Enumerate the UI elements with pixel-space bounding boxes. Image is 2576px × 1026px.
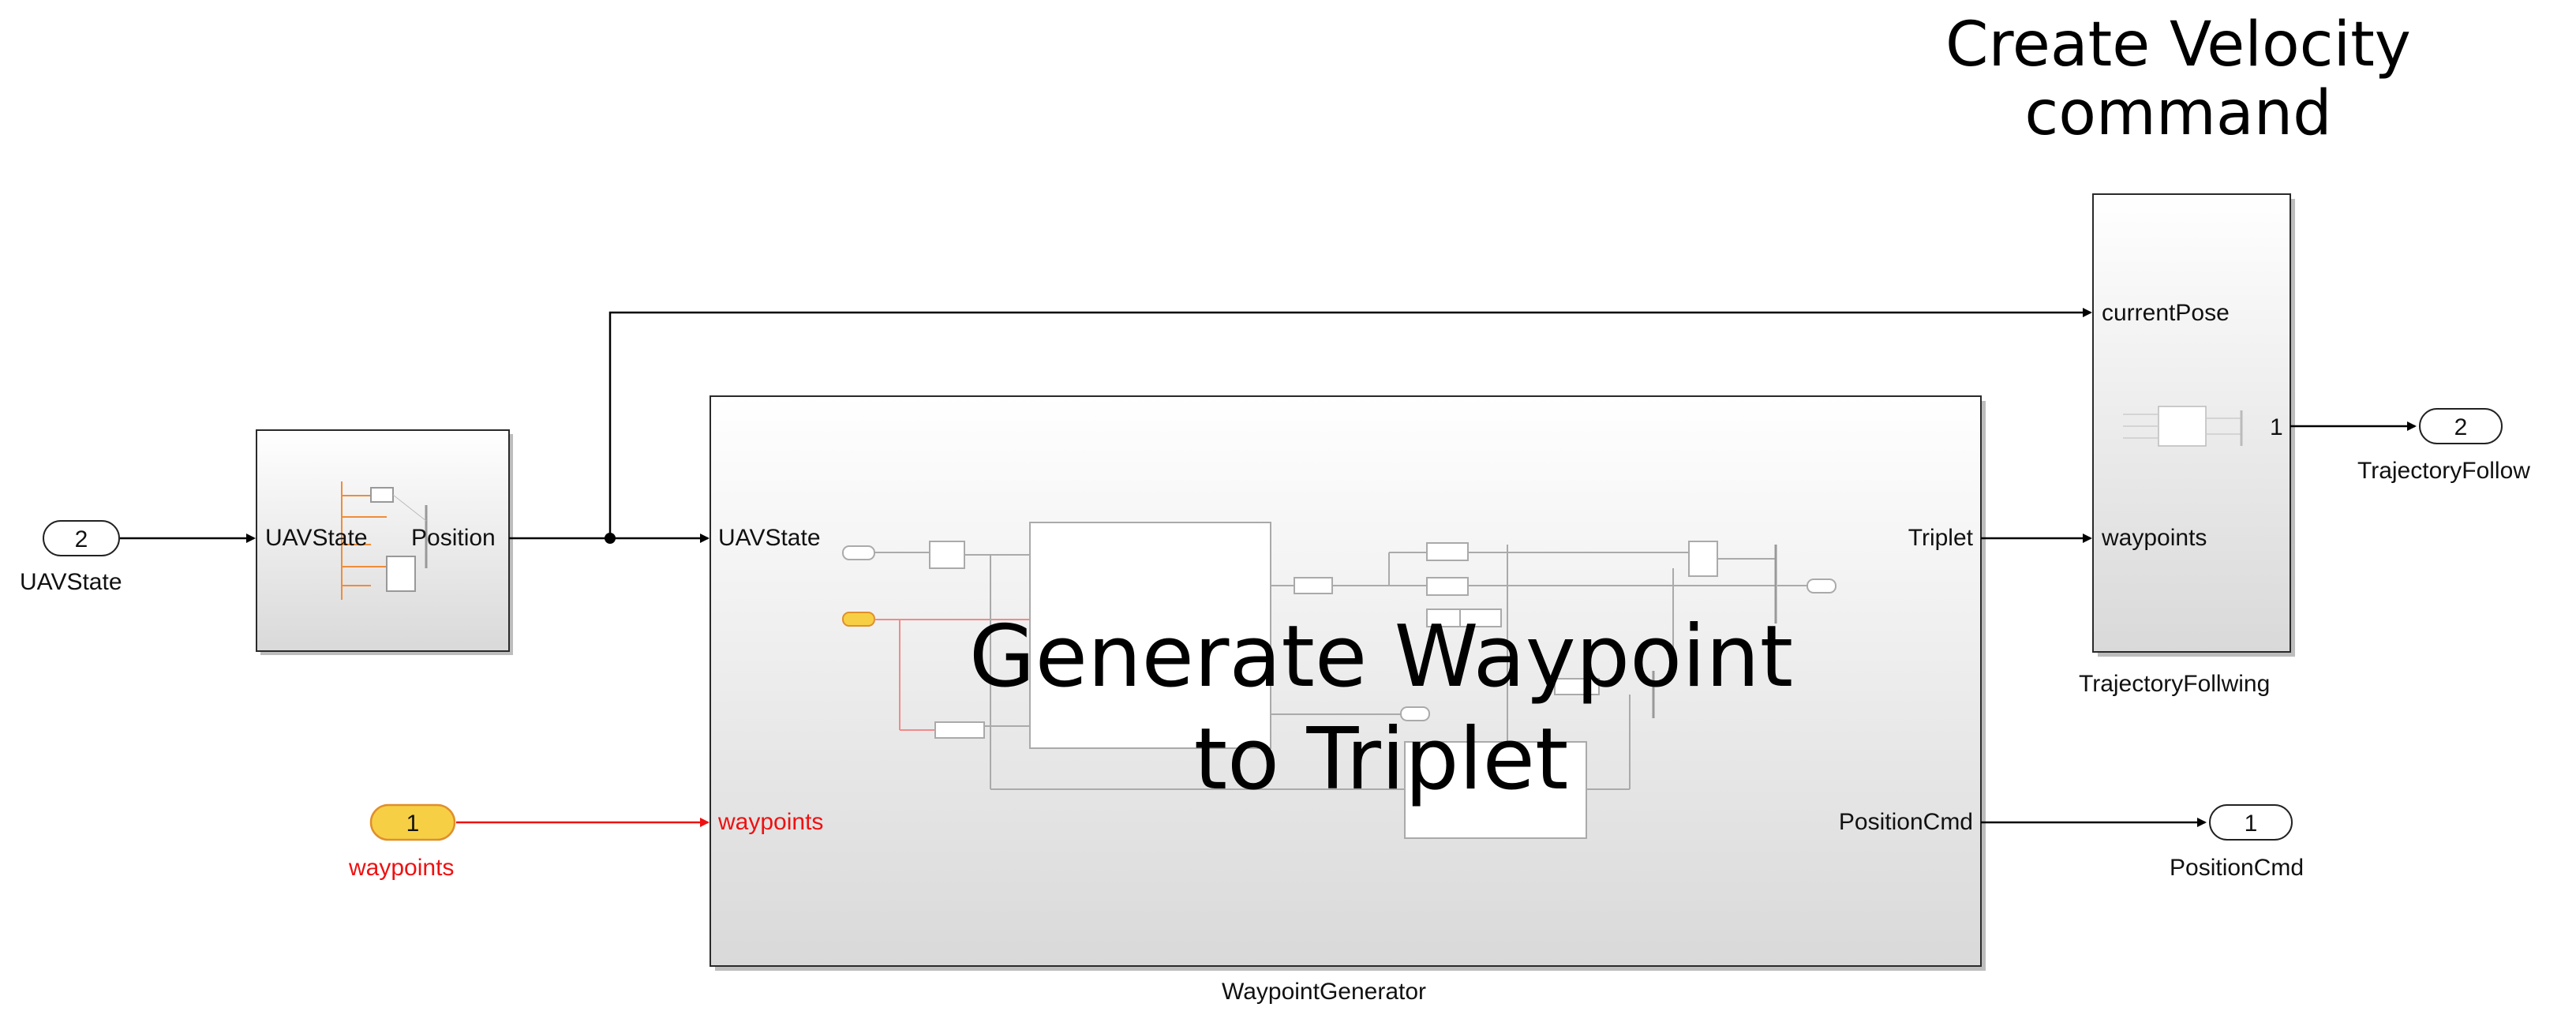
trajectory-out-port-label: 1 [2270,414,2283,440]
trajectory-in-currentpose-label: currentPose [2102,300,2230,326]
inport-uavstate-label: UAVState [20,569,122,595]
signal-position-to-currentpose[interactable] [608,308,2092,538]
svg-text:2: 2 [2454,414,2468,440]
trajectory-in-waypoints-label: waypoints [2102,525,2207,551]
outport-trajectoryfollow[interactable]: 2 [2419,408,2503,444]
waypoint-generator-thumbnail [842,522,1837,839]
generator-block-name[interactable]: WaypointGenerator [1222,979,1427,1005]
inport-uavstate[interactable]: 2 [43,520,120,556]
inport-waypoints-label: waypoints [349,855,455,881]
svg-text:1: 1 [406,811,420,837]
generator-out-triplet-label: Triplet [1908,525,1973,551]
generator-out-positioncmd-label: PositionCmd [1838,809,1973,835]
outport-trajectoryfollow-label: TrajectoryFollow [2357,458,2530,484]
generator-in-uavstate-label: UAVState [718,525,821,551]
state-selector-thumbnail [341,481,428,600]
waypoint-annotation-line1: Generate Waypoint [968,608,1794,706]
velocity-annotation-line1: Create Velocity [1945,9,2411,81]
velocity-annotation: Create Velocity command [1886,9,2470,150]
branch-point [605,533,616,544]
selector-out-port-label: Position [411,525,496,551]
inport-waypoints[interactable]: 1 [369,803,456,841]
waypoint-annotation-line2: to Triplet [1193,710,1569,809]
selector-in-port-label: UAVState [265,525,368,551]
trajectory-block-name[interactable]: TrajectoryFollwing [2079,671,2271,697]
waypoint-annotation: Generate Waypoint to Triplet [908,606,1855,811]
outport-positioncmd[interactable]: 1 [2209,804,2293,841]
velocity-annotation-line2: command [2024,78,2332,150]
generator-in-waypoints-label: waypoints [718,809,824,835]
waypoint-generator-block[interactable] [710,395,1982,967]
svg-text:1: 1 [2245,811,2258,837]
trajectory-following-thumbnail [2123,406,2243,447]
outport-positioncmd-label: PositionCmd [2170,855,2305,881]
svg-text:2: 2 [75,526,88,552]
state-selector-block[interactable] [256,429,510,652]
